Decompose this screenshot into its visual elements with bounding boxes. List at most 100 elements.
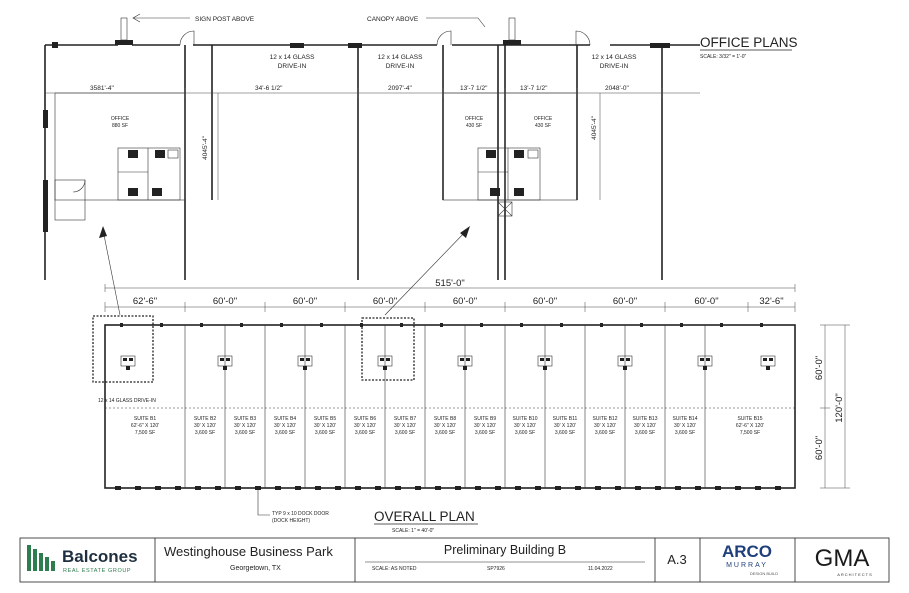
suite-size: 30' X 120' xyxy=(674,423,696,429)
storefront-mark xyxy=(520,323,523,327)
suite-area: 3,600 SF xyxy=(555,430,575,436)
dock-door xyxy=(335,486,341,490)
canopy-label: CANOPY ABOVE xyxy=(367,16,419,23)
dim-2: 34'-6 1/2" xyxy=(255,85,283,92)
suite-name: SUITE B11 xyxy=(553,416,578,422)
fixture-glyph xyxy=(700,358,704,361)
dock-door xyxy=(595,486,601,490)
storefront-mark xyxy=(600,323,603,327)
drive-in-2-line1: 12 x 14 GLASS xyxy=(378,54,423,61)
suite-area: 3,600 SF xyxy=(395,430,415,436)
office-plans-title: OFFICE PLANS xyxy=(700,35,798,50)
dock-door xyxy=(415,486,421,490)
suite-size: 30' X 120' xyxy=(434,423,456,429)
fixture-glyph xyxy=(620,358,624,361)
suite-size: 30' X 120' xyxy=(194,423,216,429)
storefront-mark xyxy=(400,323,403,327)
storefront-mark xyxy=(560,323,563,327)
suite-size: 62'-6" X 120' xyxy=(736,423,764,429)
restroom-fixtures-left xyxy=(54,147,181,221)
office-a-area: 430 SF xyxy=(466,123,482,129)
fixture-glyph xyxy=(303,366,307,370)
dock-door xyxy=(755,486,761,490)
balcones-logo-icon xyxy=(27,545,55,571)
bay-dim-label: 60'-0" xyxy=(213,296,237,307)
dock-note-line1: TYP 9 x 10 DOCK DOOR xyxy=(272,511,329,517)
dock-door xyxy=(555,486,561,490)
fixture-glyph xyxy=(129,358,133,361)
overall-plan: 515'-0" 62'-6"60'-0"60'-0"60'-0"60'-0"60… xyxy=(92,278,850,534)
fixture-glyph xyxy=(460,358,464,361)
suite-area: 3,600 SF xyxy=(595,430,615,436)
fixture-glyph xyxy=(126,366,130,370)
drive-in-2-line2: DRIVE-IN xyxy=(386,63,415,70)
suite-area: 3,600 SF xyxy=(475,430,495,436)
dim-6: 2048'-0" xyxy=(605,85,629,92)
suite-area: 3,600 SF xyxy=(275,430,295,436)
fixture-glyph xyxy=(540,358,544,361)
suite-size: 30' X 120' xyxy=(514,423,536,429)
dock-door xyxy=(215,486,221,490)
suite-name: SUITE B12 xyxy=(592,416,617,422)
fixture-glyph xyxy=(306,358,310,361)
dock-door xyxy=(315,486,321,490)
dim-1: 3581'-4" xyxy=(90,85,114,92)
fixture-glyph xyxy=(763,358,767,361)
office-plans-scale: SCALE: 3/32" = 1'-0" xyxy=(700,54,747,60)
depth-half-bottom: 60'-0" xyxy=(814,436,825,460)
project-number: SP7926 xyxy=(487,566,505,572)
office-a-label: OFFICE xyxy=(465,116,484,122)
suite-name: SUITE B4 xyxy=(274,416,296,422)
drive-in-1-line1: 12 x 14 GLASS xyxy=(270,54,315,61)
callout-box-b6 xyxy=(361,317,415,381)
bay-dim-label: 60'-0" xyxy=(373,296,397,307)
arco-logo-name: ARCO xyxy=(722,542,772,561)
dock-door xyxy=(275,486,281,490)
suite-area: 3,600 SF xyxy=(675,430,695,436)
suite-name: SUITE B6 xyxy=(354,416,376,422)
vertical-dim-right: 4045'-4" xyxy=(591,115,598,139)
office-b-label: OFFICE xyxy=(534,116,553,122)
drive-in-3-line2: DRIVE-IN xyxy=(600,63,629,70)
suite-name: SUITE B10 xyxy=(512,416,537,422)
fixture-glyph xyxy=(123,358,127,361)
suite-name: SUITE B1 xyxy=(134,416,156,422)
bay-dimensions: 62'-6"60'-0"60'-0"60'-0"60'-0"60'-0"60'-… xyxy=(104,296,796,312)
suite-name: SUITE B5 xyxy=(314,416,336,422)
dim-3: 2097'-4" xyxy=(388,85,412,92)
dock-door xyxy=(175,486,181,490)
suite-size: 30' X 120' xyxy=(394,423,416,429)
bay-dim-label: 60'-0" xyxy=(293,296,317,307)
storefront-mark xyxy=(720,323,723,327)
office-b-area: 430 SF xyxy=(535,123,551,129)
fixture-glyph xyxy=(626,358,630,361)
depth-half-top: 60'-0" xyxy=(814,356,825,380)
dock-door xyxy=(675,486,681,490)
bay-dim-label: 60'-0" xyxy=(613,296,637,307)
bay-dim-label: 60'-0" xyxy=(453,296,477,307)
storefront-mark xyxy=(200,323,203,327)
suite-area: 3,600 SF xyxy=(355,430,375,436)
suite-area: 3,600 SF xyxy=(235,430,255,436)
sheet-number: A.3 xyxy=(667,552,687,567)
bay-dim-label: 60'-0" xyxy=(533,296,557,307)
total-width-dim: 515'-0" xyxy=(435,278,464,289)
dock-door xyxy=(435,486,441,490)
bay-dim-label: 60'-0" xyxy=(694,296,718,307)
arco-logo-tag: DESIGN BUILD xyxy=(750,571,778,576)
arco-logo-sub: MURRAY xyxy=(726,562,768,569)
storefront-mark xyxy=(320,323,323,327)
fixture-glyph xyxy=(300,358,304,361)
vertical-dim-left: 4045'-4" xyxy=(202,135,209,159)
fixture-glyph xyxy=(466,358,470,361)
dock-doors xyxy=(115,323,781,490)
suite-size: 30' X 120' xyxy=(554,423,576,429)
dock-door xyxy=(575,486,581,490)
dim-4: 13'-7 1/2" xyxy=(460,85,488,92)
dock-door xyxy=(155,486,161,490)
dock-door xyxy=(635,486,641,490)
dock-door xyxy=(135,486,141,490)
suite-name: SUITE B8 xyxy=(434,416,456,422)
dock-door xyxy=(195,486,201,490)
sheet-date: 11.04.2022 xyxy=(588,566,613,572)
